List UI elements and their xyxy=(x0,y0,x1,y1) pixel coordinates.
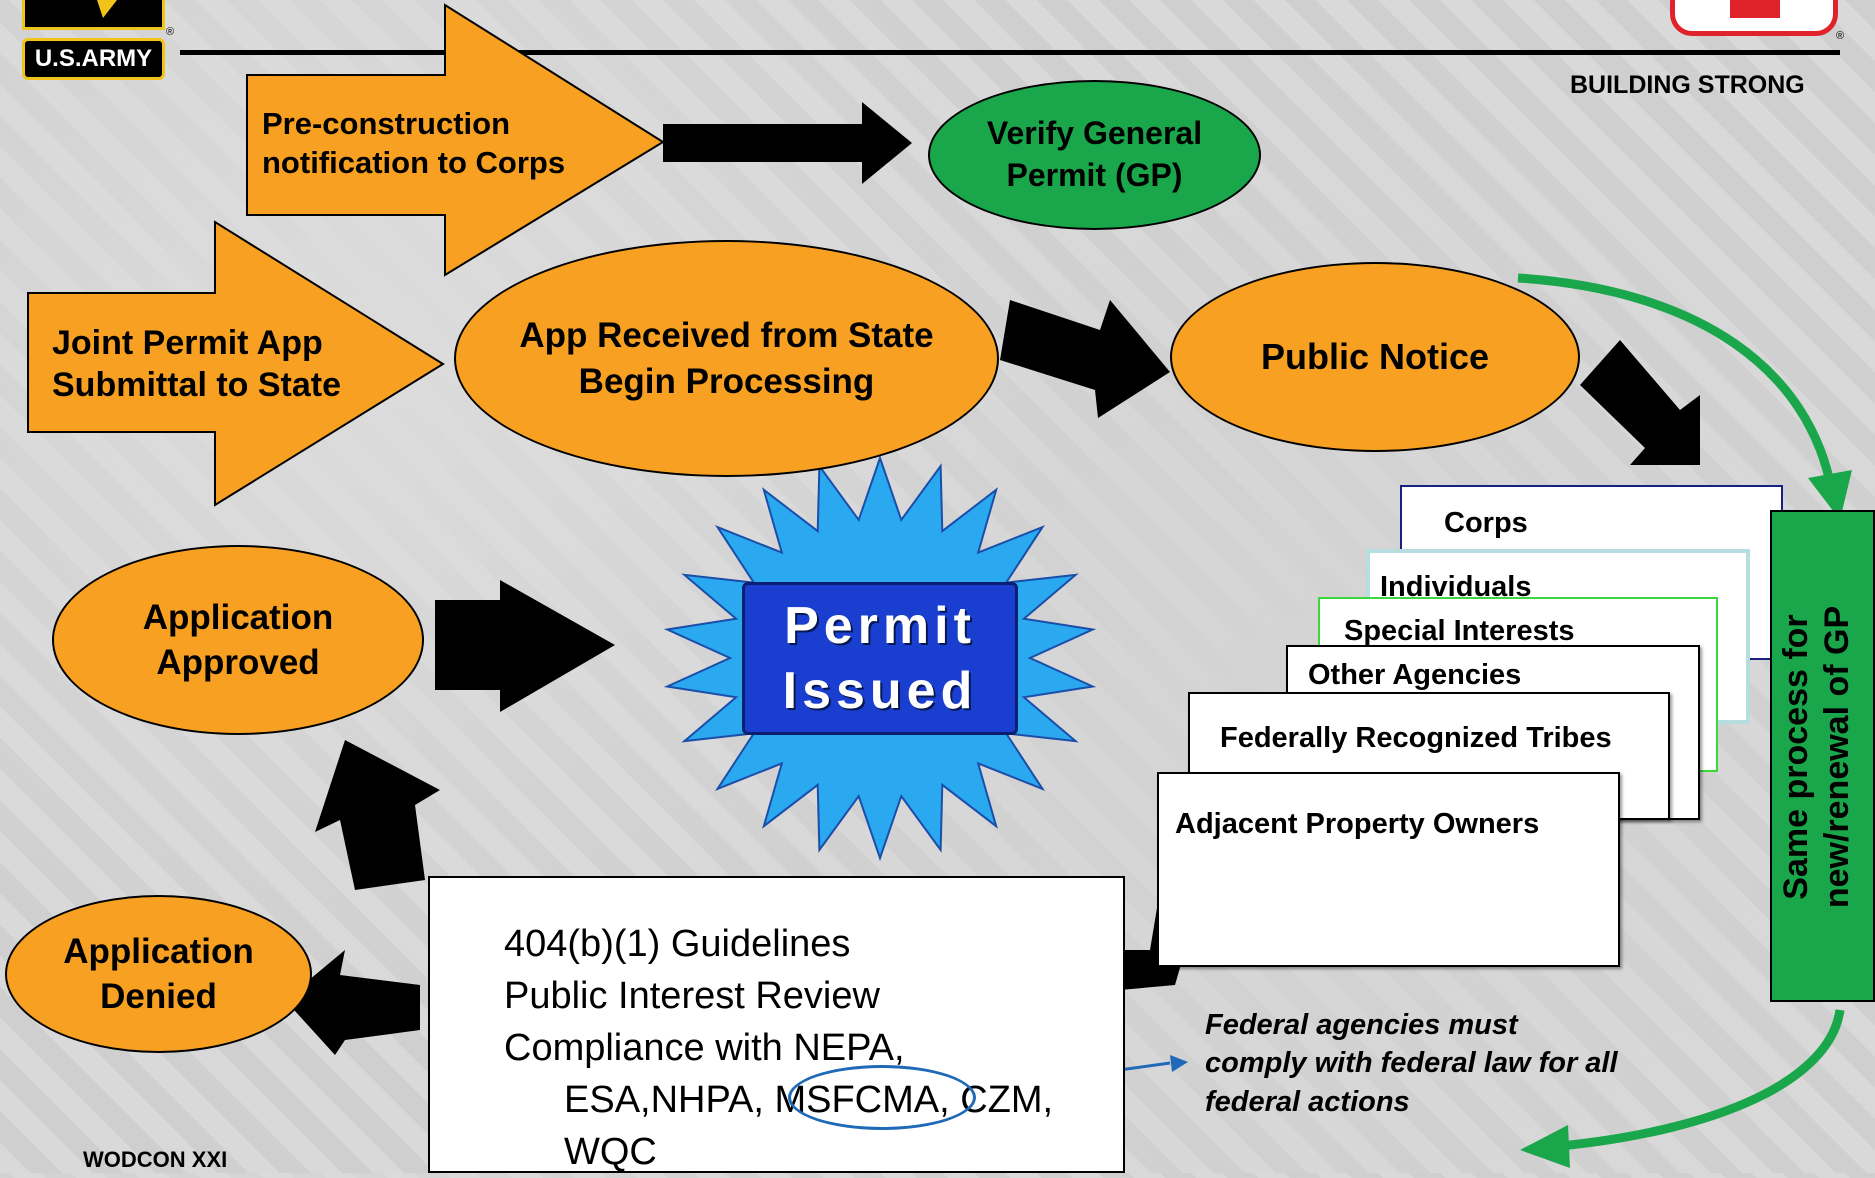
registered-mark-left: ® xyxy=(166,26,175,38)
pre-construction-label: Pre-construction notification to Corps xyxy=(262,106,566,180)
green-curve-top xyxy=(1517,273,1837,493)
army-logo-text: U.S.ARMY xyxy=(22,38,165,80)
application-denied-node: Application Denied xyxy=(5,895,312,1053)
corps-castle-logo xyxy=(1670,0,1838,36)
arrow-to-permit xyxy=(435,580,615,712)
verify-gp-node: Verify General Permit (GP) xyxy=(928,80,1261,230)
arrow-to-approved xyxy=(315,740,440,890)
application-approved-node: Application Approved xyxy=(52,545,424,735)
arrow-to-recipients xyxy=(1580,340,1700,465)
joint-permit-arrow xyxy=(27,220,445,507)
callout-arrowhead xyxy=(1170,1055,1188,1072)
public-notice-node: Public Notice xyxy=(1170,262,1580,452)
header-rule xyxy=(180,50,1840,55)
arrow-to-verify-gp xyxy=(663,102,912,184)
review-line-public-interest: Public Interest Review xyxy=(504,975,880,1017)
recipient-special-interests: Special Interests xyxy=(1344,615,1575,647)
footer-wodcon: WODCON XXI xyxy=(83,1147,228,1172)
recipient-tribes: Federally Recognized Tribes xyxy=(1220,722,1612,754)
registered-mark-right: ® xyxy=(1836,30,1845,42)
recipient-corps: Corps xyxy=(1444,507,1528,539)
review-line-wqc: WQC xyxy=(564,1131,657,1173)
review-line-guidelines: 404(b)(1) Guidelines xyxy=(504,923,851,965)
msfcma-highlight xyxy=(788,1065,976,1130)
green-arrowhead-bottom xyxy=(1520,1125,1570,1168)
permit-issued-badge: Permit Issued xyxy=(742,582,1018,735)
review-line-nepa: Compliance with NEPA, xyxy=(504,1027,905,1069)
recipient-card-adjacent-owners: Adjacent Property Owners xyxy=(1157,772,1620,967)
permit-issued-line2: Issued xyxy=(782,661,978,720)
permit-issued-line1: Permit xyxy=(784,596,976,655)
same-process-text: Same process for new/renewal of GP xyxy=(1776,511,1866,1003)
green-arrowhead-top xyxy=(1808,470,1852,520)
recipient-other-agencies: Other Agencies xyxy=(1308,659,1522,691)
same-process-line2: new/renewal of GP xyxy=(1817,605,1856,909)
same-process-bar xyxy=(1770,510,1875,1002)
joint-permit-label: Joint Permit App Submittal to State xyxy=(52,323,342,405)
us-army-logo: U.S.ARMY xyxy=(22,0,165,80)
building-strong-tagline: BUILDING STRONG xyxy=(1570,71,1805,99)
star-icon xyxy=(97,0,117,18)
same-process-line1: Same process for xyxy=(1777,614,1815,900)
green-curve-bottom xyxy=(1559,1009,1845,1151)
federal-agencies-note: Federal agencies must comply with federa… xyxy=(1205,1009,1618,1118)
pre-construction-arrow xyxy=(246,3,665,277)
recipient-adjacent-owners: Adjacent Property Owners xyxy=(1175,808,1540,840)
arrow-to-public-notice xyxy=(1000,300,1170,418)
review-criteria-box: 404(b)(1) Guidelines Public Interest Rev… xyxy=(428,876,1125,1173)
app-received-node: App Received from State Begin Processing xyxy=(454,240,999,477)
arrow-to-denied xyxy=(285,950,420,1055)
